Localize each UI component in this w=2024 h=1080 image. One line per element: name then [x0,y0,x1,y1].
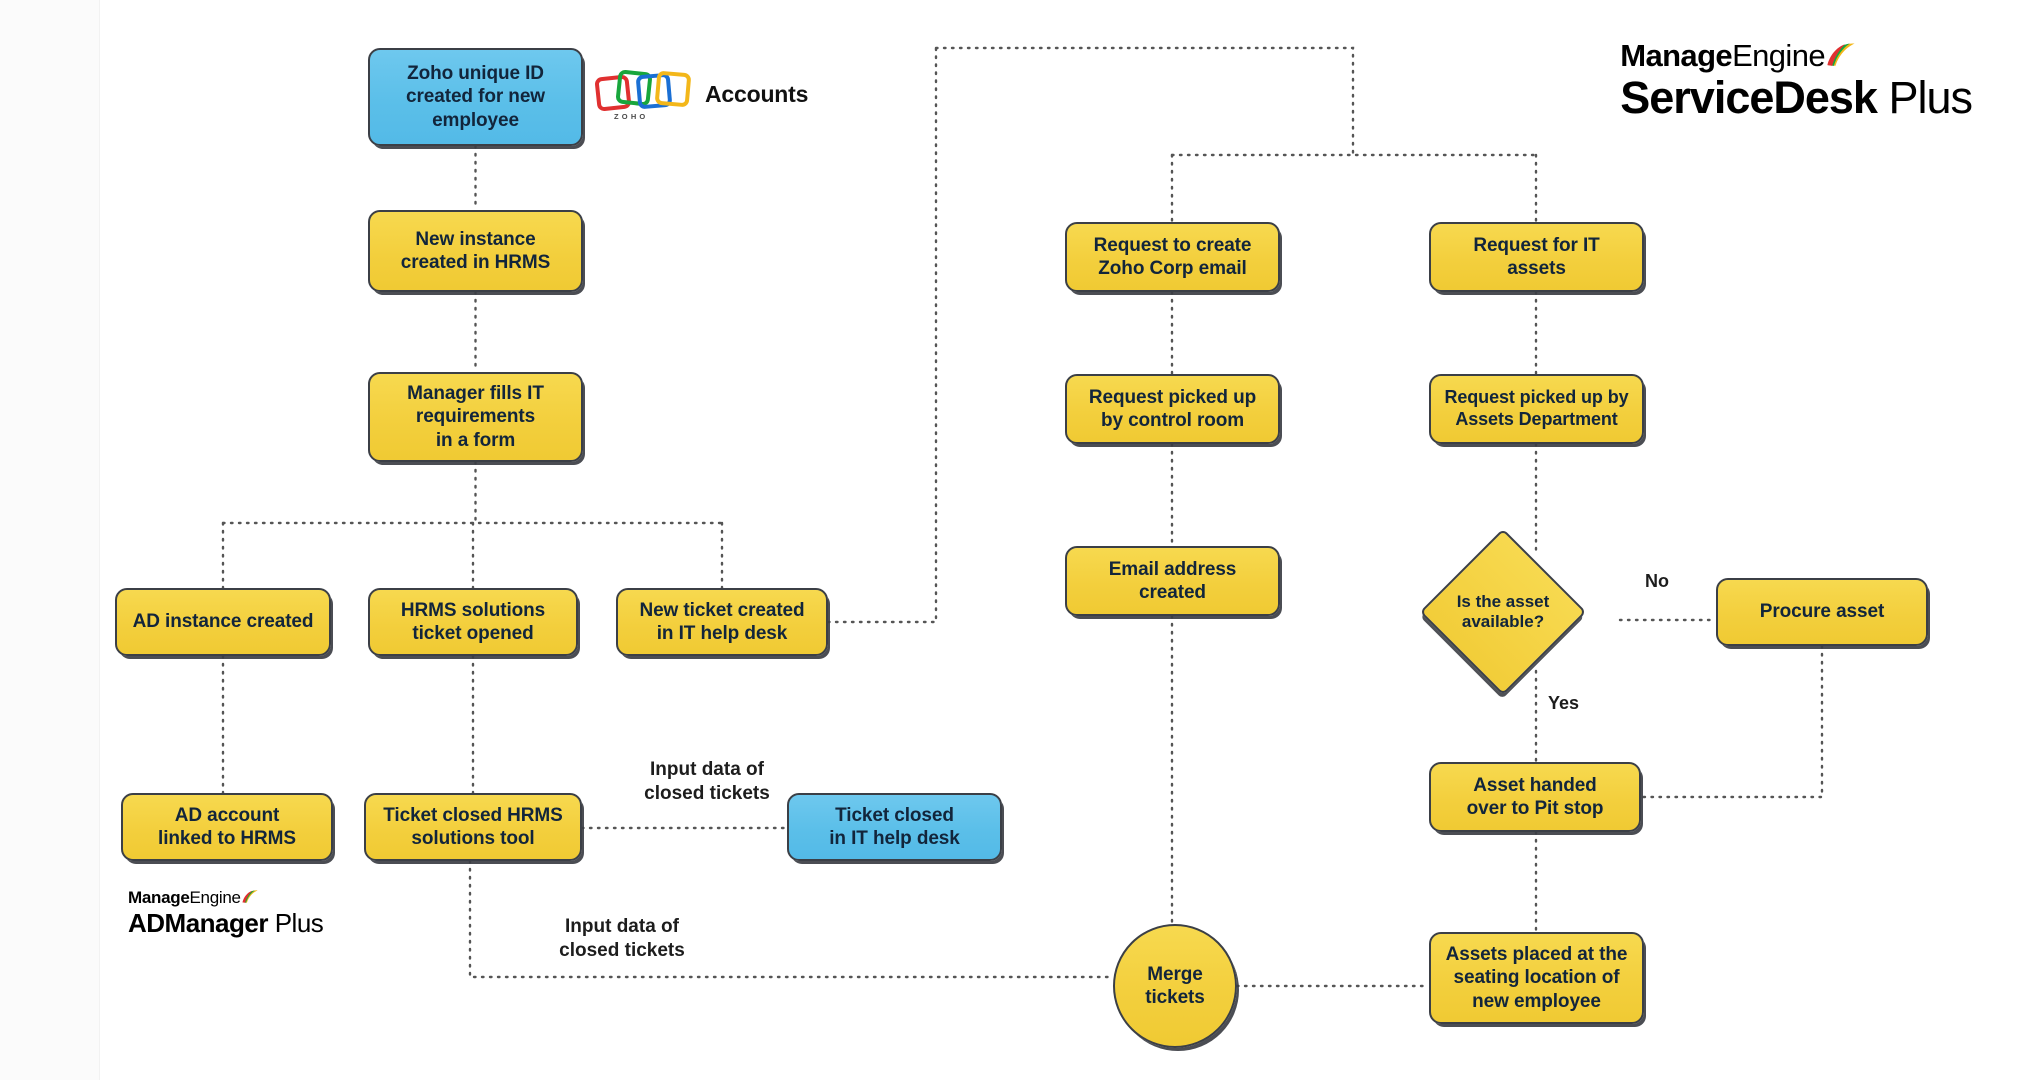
node-label: Request picked up by control room [1088,386,1257,431]
node-hrms-solutions-ticket-opened[interactable]: HRMS solutions ticket opened [368,588,578,656]
node-label: Asset handed over to Pit stop [1466,774,1604,819]
manageengine-wordmark: ManageEngine [1620,38,1855,74]
manageengine-swoosh-icon-admgr [241,889,258,904]
node-label: HRMS solutions ticket opened [400,599,546,644]
node-request-picked-assets-department[interactable]: Request picked up by Assets Department [1429,374,1644,444]
zoho-accounts-logo: ZOHO Accounts [594,68,809,121]
node-label: Manager fills IT requirements in a form [407,383,544,451]
node-ad-account-linked-hrms[interactable]: AD account linked to HRMS [121,793,333,861]
node-manager-fills-form[interactable]: Manager fills IT requirements in a form [368,372,583,462]
edge-label-yes: Yes [1548,693,1580,713]
node-ticket-closed-hrms-tool[interactable]: Ticket closed HRMS solutions tool [364,793,582,861]
node-assets-placed-seating-location[interactable]: Assets placed at the seating location of… [1429,932,1644,1024]
edge-label-input-data-closed-tickets-bottom: Input data of closed tickets [559,916,685,961]
node-zoho-unique-id[interactable]: Zoho unique ID created for new employee [368,48,583,146]
node-label: New instance created in HRMS [400,228,551,273]
page-left-band [0,0,100,1080]
edge-label-input-data-closed-tickets-top: Input data of closed tickets [644,759,770,804]
node-new-instance-hrms[interactable]: New instance created in HRMS [368,210,583,292]
manageengine-wordmark-admgr: ManageEngine [128,888,258,908]
node-label: Procure asset [1759,601,1885,623]
node-label: Email address created [1108,558,1237,603]
node-label: AD account linked to HRMS [158,804,296,849]
accounts-label: Accounts [705,80,809,107]
admanager-plus-wordmark: ADManager Plus [128,908,324,939]
edge-newticket-rightup [826,46,938,624]
node-asset-handed-pit-stop[interactable]: Asset handed over to Pit stop [1429,762,1641,832]
manageengine-servicedesk-plus-logo: ManageEngine ServiceDesk Plus [1620,38,1973,124]
node-label: Request to create Zoho Corp email [1093,234,1252,279]
node-label: Merge tickets [1145,963,1205,1008]
node-label: Ticket closed in IT help desk [829,804,960,849]
zoho-icon: ZOHO [594,68,692,121]
node-procure-asset[interactable]: Procure asset [1716,578,1928,646]
node-label: Ticket closed HRMS solutions tool [383,804,563,849]
node-ad-instance-created[interactable]: AD instance created [115,588,331,656]
node-label: AD instance created [132,611,314,633]
node-label: Request for IT assets [1473,234,1600,279]
plus-light: Plus [1876,72,1973,123]
node-ticket-closed-it-help-desk[interactable]: Ticket closed in IT help desk [787,793,1002,861]
node-merge-tickets[interactable]: Merge tickets [1113,924,1237,1048]
plus-light-admgr: Plus [267,908,324,938]
node-new-ticket-it-help-desk[interactable]: New ticket created in IT help desk [616,588,828,656]
servicedesk-plus-wordmark: ServiceDesk Plus [1620,72,1973,124]
admanager-bold: ADManager [128,908,268,938]
node-label: Assets placed at the seating location of… [1445,944,1628,1012]
manageengine-light: Engine [1732,38,1826,73]
node-label: Zoho unique ID created for new employee [406,63,545,131]
manageengine-admanager-plus-logo: ManageEngine ADManager Plus [128,888,324,939]
node-email-address-created[interactable]: Email address created [1065,546,1280,616]
node-label: Is the asset available? [1456,591,1550,631]
edge-label-no: No [1645,571,1669,591]
node-is-asset-available[interactable]: Is the asset available? [1419,528,1587,696]
edge-toprail [934,46,1355,157]
manageengine-bold-admgr: Manage [128,888,190,907]
node-request-create-zoho-email[interactable]: Request to create Zoho Corp email [1065,222,1280,292]
zoho-wordmark: ZOHO [614,112,649,121]
node-request-picked-control-room[interactable]: Request picked up by control room [1065,374,1280,444]
edge-procureasset-assetpitstop [1639,644,1824,799]
servicedesk-bold: ServiceDesk [1620,72,1878,123]
manageengine-light-admgr: Engine [189,888,241,907]
node-request-for-it-assets[interactable]: Request for IT assets [1429,222,1644,292]
manageengine-bold: Manage [1620,38,1733,73]
zoho-square-yellow [654,70,692,108]
manageengine-swoosh-icon [1825,41,1855,67]
node-label: Request picked up by Assets Department [1444,387,1629,429]
node-label: New ticket created in IT help desk [639,599,805,644]
